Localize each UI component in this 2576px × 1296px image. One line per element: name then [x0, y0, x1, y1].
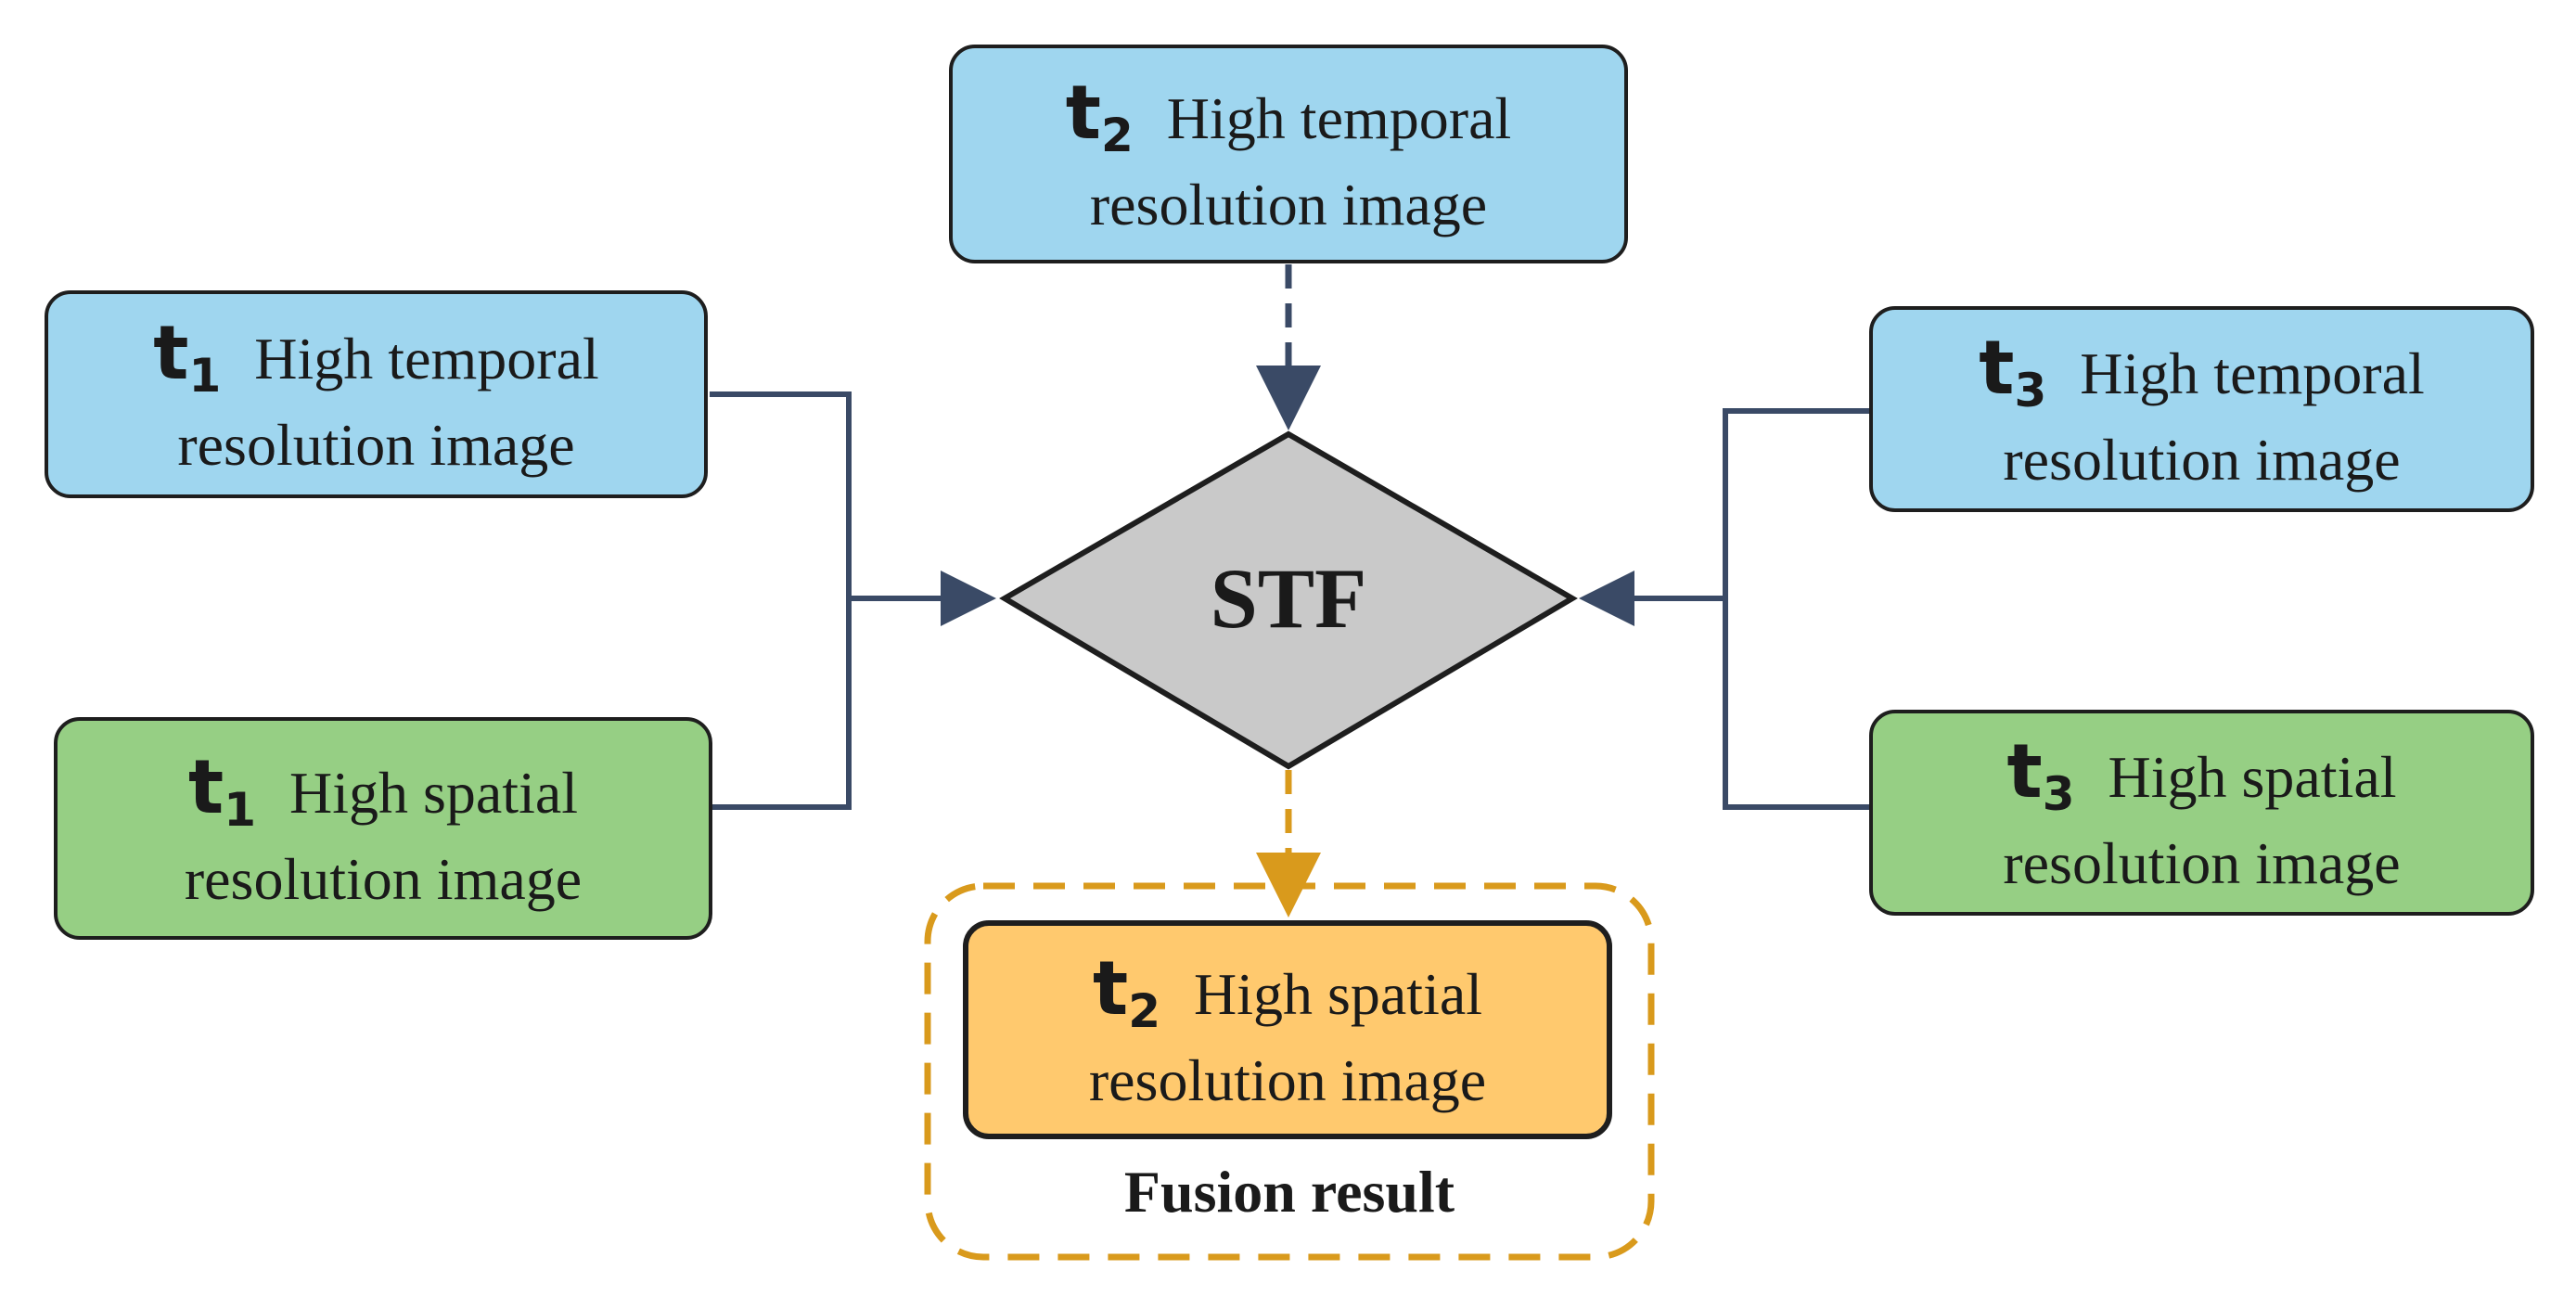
node-line2: resolution image — [177, 411, 575, 478]
time-label-t1: t1 — [187, 743, 256, 837]
node-line1: High spatial — [2108, 743, 2397, 810]
connector-t3-boxes — [1723, 408, 1869, 810]
node-line1: High temporal — [2080, 340, 2425, 406]
connector-t1-temporal — [710, 391, 852, 810]
node-t1-high-spatial: t1 High spatial resolution image — [54, 717, 712, 940]
node-line2: resolution image — [1089, 171, 1488, 237]
time-label-t3: t3 — [2006, 727, 2075, 821]
node-t3-high-spatial: t3 High spatial resolution image — [1869, 710, 2534, 916]
node-line2: resolution image — [184, 845, 583, 912]
stf-diamond — [999, 430, 1578, 770]
node-line1: High temporal — [254, 325, 599, 391]
node-t2-high-temporal: t2 High temporal resolution image — [949, 45, 1628, 263]
time-label-t1: t1 — [153, 309, 222, 403]
node-line1: High spatial — [288, 759, 579, 826]
node-t1-high-temporal: t1 High temporal resolution image — [45, 290, 708, 498]
stf-label: STF — [1210, 551, 1367, 646]
time-label-t2: t2 — [1065, 69, 1134, 162]
node-line2: resolution image — [2003, 426, 2401, 493]
node-line1: High spatial — [1193, 960, 1483, 1027]
node-line1: High temporal — [1166, 84, 1512, 151]
fusion-result-caption: Fusion result — [1123, 1159, 1455, 1225]
node-line2: resolution image — [2003, 829, 2401, 896]
node-t2-fusion-result: t2 High spatial resolution image — [963, 920, 1612, 1139]
node-line2: resolution image — [1088, 1046, 1487, 1113]
node-t3-high-temporal: t3 High temporal resolution image — [1869, 306, 2534, 512]
time-label-t3: t3 — [1979, 324, 2047, 417]
time-label-t2: t2 — [1092, 944, 1160, 1038]
